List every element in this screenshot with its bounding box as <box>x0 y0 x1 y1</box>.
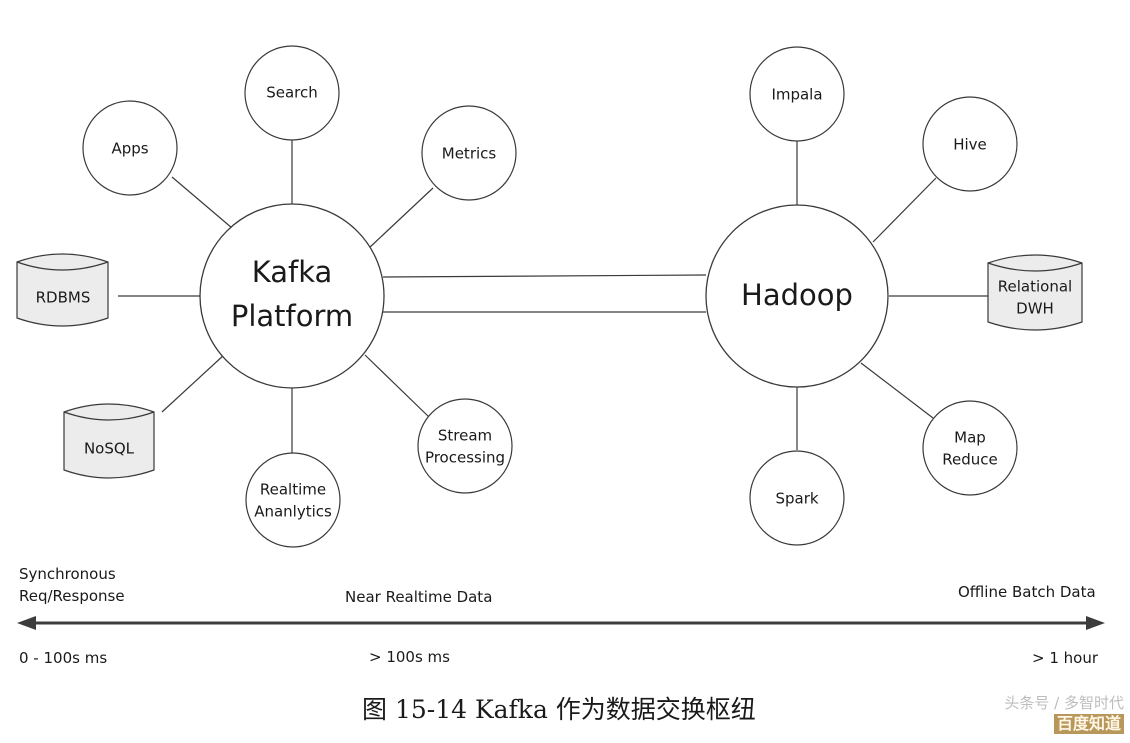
stream-processing-label-line2: Processing <box>425 449 505 467</box>
hive-node: Hive <box>922 96 1018 192</box>
kafka-hub-label-line1: Kafka <box>252 255 333 289</box>
apps-label: Apps <box>111 140 148 158</box>
stream-processing-label-line1: Stream <box>438 427 492 445</box>
hadoop-hub-label: Hadoop <box>741 278 853 312</box>
mapreduce-label-line2: Reduce <box>942 451 997 469</box>
realtime-analytics-node: Realtime Ananlytics <box>245 452 341 548</box>
rdbms-label: RDBMS <box>36 289 91 307</box>
spark-label: Spark <box>775 490 818 508</box>
connector-kafka-nosql <box>161 353 226 413</box>
timeline-middle-latency: > 100s ms <box>369 648 450 666</box>
nosql-database-node: NoSQL <box>63 403 155 479</box>
metrics-node: Metrics <box>421 105 517 201</box>
timeline-right-latency: > 1 hour <box>1032 649 1099 667</box>
arrow-left-head-icon <box>17 616 36 630</box>
spark-node: Spark <box>749 450 845 546</box>
bridge-line-top <box>382 274 707 278</box>
realtime-analytics-label-line1: Realtime <box>260 481 326 499</box>
relational-dwh-label-line2: DWH <box>1016 300 1054 318</box>
metrics-label: Metrics <box>442 145 497 163</box>
footer-attribution: 头条号 / 多智时代 百度知道 <box>1004 694 1124 734</box>
relational-dwh-label-line1: Relational <box>998 278 1072 296</box>
connector-kafka-stream <box>364 354 431 419</box>
kafka-platform-node: Kafka Platform <box>199 203 385 389</box>
search-label: Search <box>266 84 318 102</box>
connector-kafka-metrics <box>368 187 434 249</box>
impala-label: Impala <box>771 86 822 104</box>
connector-hadoop-hive <box>872 177 937 243</box>
timeline-right-label: Offline Batch Data <box>958 583 1096 601</box>
latency-timeline-arrow <box>17 616 1105 630</box>
relational-dwh-database-node: Relational DWH <box>987 254 1083 331</box>
hive-label: Hive <box>953 136 987 154</box>
connector-hadoop-mapreduce <box>860 362 934 419</box>
kafka-hub-label-line2: Platform <box>231 299 353 333</box>
timeline-middle-label: Near Realtime Data <box>345 588 493 606</box>
arrow-right-head-icon <box>1086 616 1105 630</box>
impala-node: Impala <box>749 46 845 142</box>
mapreduce-label-line1: Map <box>954 429 986 447</box>
stream-processing-node: Stream Processing <box>417 398 513 494</box>
nosql-label: NoSQL <box>84 440 135 458</box>
timeline-left-latency: 0 - 100s ms <box>19 649 108 667</box>
connector-kafka-apps <box>171 176 233 229</box>
baidu-zhidao-badge: 百度知道 <box>1053 714 1124 734</box>
timeline-left-label: Synchronous Req/Response <box>19 565 125 605</box>
search-node: Search <box>244 45 340 141</box>
mapreduce-node: Map Reduce <box>922 400 1018 496</box>
apps-node: Apps <box>82 100 178 196</box>
watermark-text: 头条号 / 多智时代 <box>1004 694 1124 712</box>
hadoop-node: Hadoop <box>705 204 889 388</box>
figure-caption: 图 15-14 Kafka 作为数据交换枢纽 <box>362 695 756 724</box>
realtime-analytics-label-line2: Ananlytics <box>254 503 332 521</box>
rdbms-database-node: RDBMS <box>16 253 109 327</box>
